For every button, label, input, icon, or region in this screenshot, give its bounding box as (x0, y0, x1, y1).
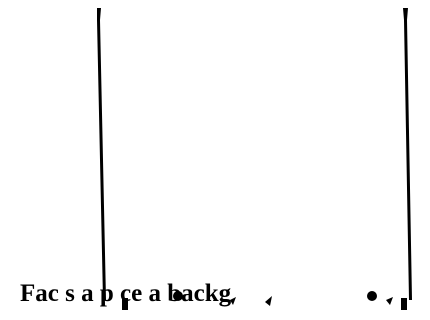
right-vertical-stroke (403, 8, 412, 300)
left-vertical-stroke (97, 8, 106, 300)
caption-text: Fac s a p ce a backg (20, 280, 232, 307)
left-foot-mark (122, 298, 128, 310)
tick-mark-2 (265, 296, 272, 306)
tick-mark-3 (386, 297, 393, 305)
blob-mark-1 (173, 291, 183, 301)
blob-mark-2 (367, 291, 377, 301)
right-foot-mark (401, 298, 407, 310)
tick-mark-1 (230, 297, 236, 305)
